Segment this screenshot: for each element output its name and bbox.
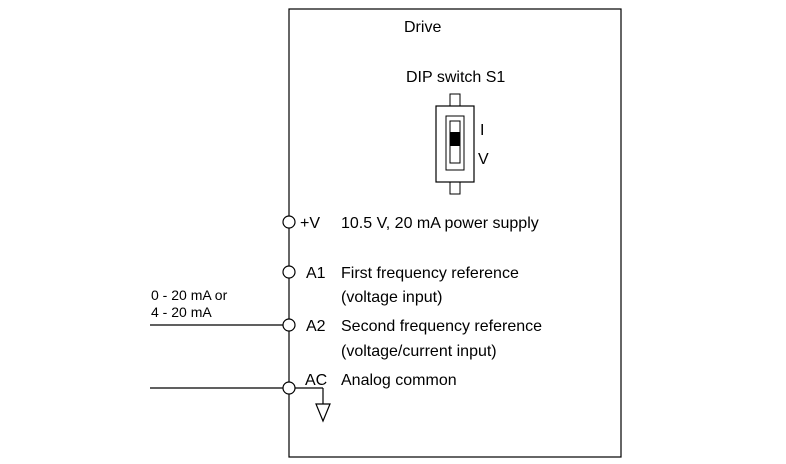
dip-position-i-label: I [480, 122, 484, 139]
terminal-a1-circle [282, 265, 296, 279]
terminal-a2-circle [282, 318, 296, 332]
terminal-a2-description-2: (voltage/current input) [341, 343, 497, 360]
terminal-plus-v-description: 10.5 V, 20 mA power supply [341, 215, 539, 232]
dip-switch-label: DIP switch S1 [406, 69, 505, 86]
terminal-ac-name: AC [305, 372, 327, 389]
terminal-ac-circle [282, 381, 296, 395]
drive-title: Drive [404, 19, 441, 36]
dip-position-v-label: V [478, 151, 489, 168]
terminal-a1-description: First frequency reference [341, 265, 519, 282]
terminal-plus-v-circle [282, 215, 296, 229]
external-signal-label-1: 0 - 20 mA or [151, 287, 228, 303]
dip-switch-s1 [435, 93, 475, 195]
ground-icon [295, 387, 331, 423]
terminal-a1-name: A1 [306, 265, 326, 282]
terminal-a2-name: A2 [306, 318, 326, 335]
drive-box [288, 8, 622, 458]
external-signal-label-2: 4 - 20 mA [151, 304, 212, 320]
terminal-a1-description-2: (voltage input) [341, 289, 442, 306]
dip-switch-knob [450, 132, 460, 146]
terminal-a2-description: Second frequency reference [341, 318, 542, 335]
terminal-plus-v-name: +V [300, 215, 320, 232]
terminal-ac-description: Analog common [341, 372, 457, 389]
